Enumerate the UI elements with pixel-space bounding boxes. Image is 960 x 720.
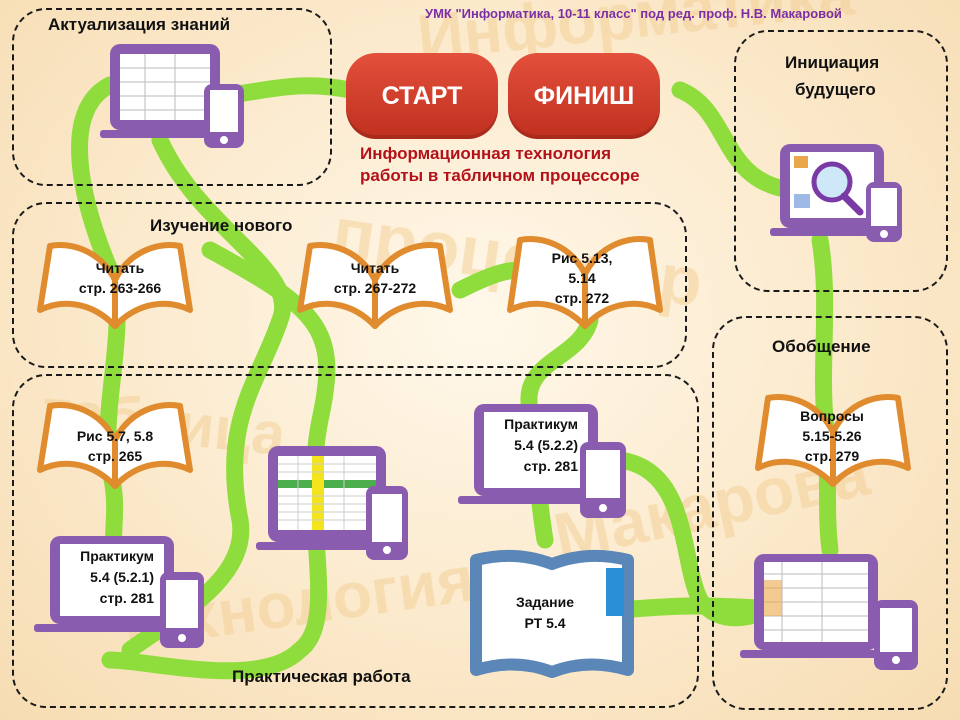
book-text-2: Читать стр. 267-272 <box>315 258 435 298</box>
note-line: стр. 281 <box>523 458 578 474</box>
book-line: стр. 265 <box>87 448 143 464</box>
book-line: стр. 279 <box>804 448 860 464</box>
lesson-title: Информационная технология работы в табли… <box>360 143 680 187</box>
path-finish-to-initiation <box>671 81 799 199</box>
start-button[interactable]: СТАРТ <box>346 53 498 139</box>
book-line: Рис 5.7, 5.8 <box>76 428 154 444</box>
book-line: стр. 263-266 <box>78 280 162 296</box>
note-line: РТ 5.4 <box>524 615 566 631</box>
book-line: Читать <box>95 260 145 276</box>
book-line: Вопросы <box>800 408 864 424</box>
zone-generalization <box>712 316 948 710</box>
zone-label-new-material: Изучение нового <box>150 216 293 235</box>
task-text: Задание РТ 5.4 <box>500 592 590 634</box>
book-text-1: Читать стр. 263-266 <box>60 258 180 298</box>
path-practicum-to-final <box>611 451 764 627</box>
book-line: 5.15-5.26 <box>802 428 862 444</box>
note-line: 5.4 (5.2.2) <box>514 437 578 453</box>
finish-button[interactable]: ФИНИШ <box>508 53 660 139</box>
book-line: стр. 267-272 <box>333 280 417 296</box>
note-line: стр. 281 <box>99 590 154 606</box>
book-text-3: Рис 5.13, 5.14 стр. 272 <box>532 248 632 308</box>
lesson-title-line2: работы в табличном процессоре <box>360 166 640 185</box>
book-line: 5.14 <box>568 270 596 286</box>
zone-actualization <box>12 8 332 186</box>
note-line: Практикум <box>80 548 154 564</box>
course-header: УМК "Информатика, 10-11 класс" под ред. … <box>425 6 842 21</box>
practicum-laptop-icon-2[interactable] <box>458 400 638 520</box>
book-line: стр. 272 <box>554 290 610 306</box>
open-book-icon[interactable] <box>290 240 460 340</box>
path-left-vertical <box>71 76 126 569</box>
note-line: Задание <box>515 594 575 610</box>
book-line: Рис 5.13, <box>551 250 613 266</box>
book-line: Читать <box>350 260 400 276</box>
laptop-tablet-icon[interactable] <box>100 40 260 160</box>
book-text-5: Вопросы 5.15-5.26 стр. 279 <box>782 406 882 466</box>
zone-initiation <box>734 30 948 292</box>
note-line: Практикум <box>504 416 578 432</box>
workbook-icon[interactable] <box>466 548 642 678</box>
open-book-icon[interactable] <box>30 400 200 500</box>
path-s-curve <box>121 131 291 659</box>
search-laptop-icon[interactable] <box>770 140 920 250</box>
zone-label-actualization: Актуализация знаний <box>48 15 231 34</box>
open-book-icon[interactable] <box>30 240 200 340</box>
practicum-text-2: Практикум 5.4 (5.2.2) стр. 281 <box>486 414 578 477</box>
open-book-icon[interactable] <box>748 392 918 498</box>
practicum-laptop-icon-1[interactable] <box>34 532 214 652</box>
note-line: 5.4 (5.2.1) <box>90 569 154 585</box>
path-long-curve <box>101 241 336 680</box>
lesson-title-line1: Информационная технология <box>360 144 612 163</box>
spreadsheet-laptop-icon-final[interactable] <box>740 550 920 670</box>
zone-label-initiation-line2: будущего <box>795 80 876 99</box>
spreadsheet-laptop-icon[interactable] <box>248 442 418 572</box>
zone-label-initiation-line1: Инициация <box>785 53 880 72</box>
zone-label-generalization: Обобщение <box>772 337 871 356</box>
book-text-4: Рис 5.7, 5.8 стр. 265 <box>55 426 175 466</box>
zone-new-material <box>12 202 687 368</box>
zone-practical <box>12 374 699 708</box>
zone-label-practical: Практическая работа <box>232 667 411 686</box>
practicum-text-1: Практикум 5.4 (5.2.1) стр. 281 <box>62 546 154 609</box>
path-task-to-final <box>611 597 769 619</box>
open-book-icon[interactable] <box>500 234 670 340</box>
